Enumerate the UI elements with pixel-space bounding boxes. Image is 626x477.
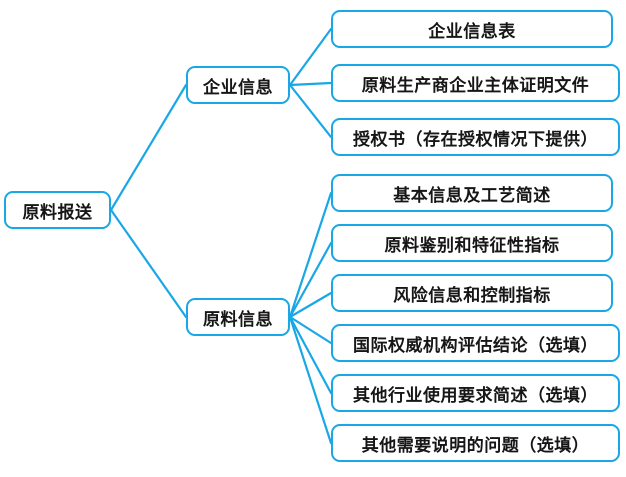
leaf-node[interactable]: 企业信息表 xyxy=(331,10,613,48)
leaf-node-label: 原料生产商企业主体证明文件 xyxy=(361,75,590,95)
root-node-label: 原料报送 xyxy=(22,202,93,222)
leaf-node[interactable]: 其他需要说明的问题（选填） xyxy=(331,424,620,462)
root-node[interactable]: 原料报送 xyxy=(4,191,111,229)
leaf-node-label: 其他需要说明的问题（选填） xyxy=(361,435,590,455)
leaf-node[interactable]: 原料鉴别和特征性指标 xyxy=(331,224,613,262)
leaf-node-label: 授权书（存在授权情况下提供） xyxy=(353,129,598,149)
leaf-node-label: 原料鉴别和特征性指标 xyxy=(384,235,560,255)
connector-branch-1-to-leaf-6 xyxy=(288,315,333,345)
connector-branch-0-to-leaf-1 xyxy=(288,81,333,87)
connector-root-to-branch-0 xyxy=(109,83,188,212)
connector-branch-1-to-leaf-4 xyxy=(288,241,333,319)
leaf-node[interactable]: 原料生产商企业主体证明文件 xyxy=(331,64,620,102)
leaf-node[interactable]: 风险信息和控制指标 xyxy=(331,274,613,312)
leaf-node[interactable]: 国际权威机构评估结论（选填） xyxy=(331,324,620,362)
branch-node-material-info[interactable]: 原料信息 xyxy=(186,298,290,336)
leaf-node[interactable]: 其他行业使用要求简述（选填） xyxy=(331,374,620,412)
leaf-node-label: 风险信息和控制指标 xyxy=(393,285,551,305)
connector-root-to-branch-1 xyxy=(109,208,188,319)
branch-node-enterprise-info[interactable]: 企业信息 xyxy=(186,66,290,104)
leaf-node-label: 基本信息及工艺简述 xyxy=(393,185,551,205)
leaf-node-label: 企业信息表 xyxy=(428,21,516,41)
connector-branch-1-to-leaf-5 xyxy=(288,291,333,319)
connector-branch-1-to-leaf-8 xyxy=(288,315,333,445)
leaf-node[interactable]: 授权书（存在授权情况下提供） xyxy=(331,118,620,156)
connector-branch-1-to-leaf-3 xyxy=(288,191,333,319)
leaf-node-label: 国际权威机构评估结论（选填） xyxy=(353,335,598,355)
connector-branch-0-to-leaf-0 xyxy=(288,27,333,87)
connector-branch-1-to-leaf-7 xyxy=(288,315,333,395)
branch-node-label: 企业信息 xyxy=(203,77,273,97)
leaf-node[interactable]: 基本信息及工艺简述 xyxy=(331,174,613,212)
connector-branch-0-to-leaf-2 xyxy=(288,83,333,139)
branch-node-label: 原料信息 xyxy=(203,309,273,329)
leaf-node-label: 其他行业使用要求简述（选填） xyxy=(353,385,598,405)
